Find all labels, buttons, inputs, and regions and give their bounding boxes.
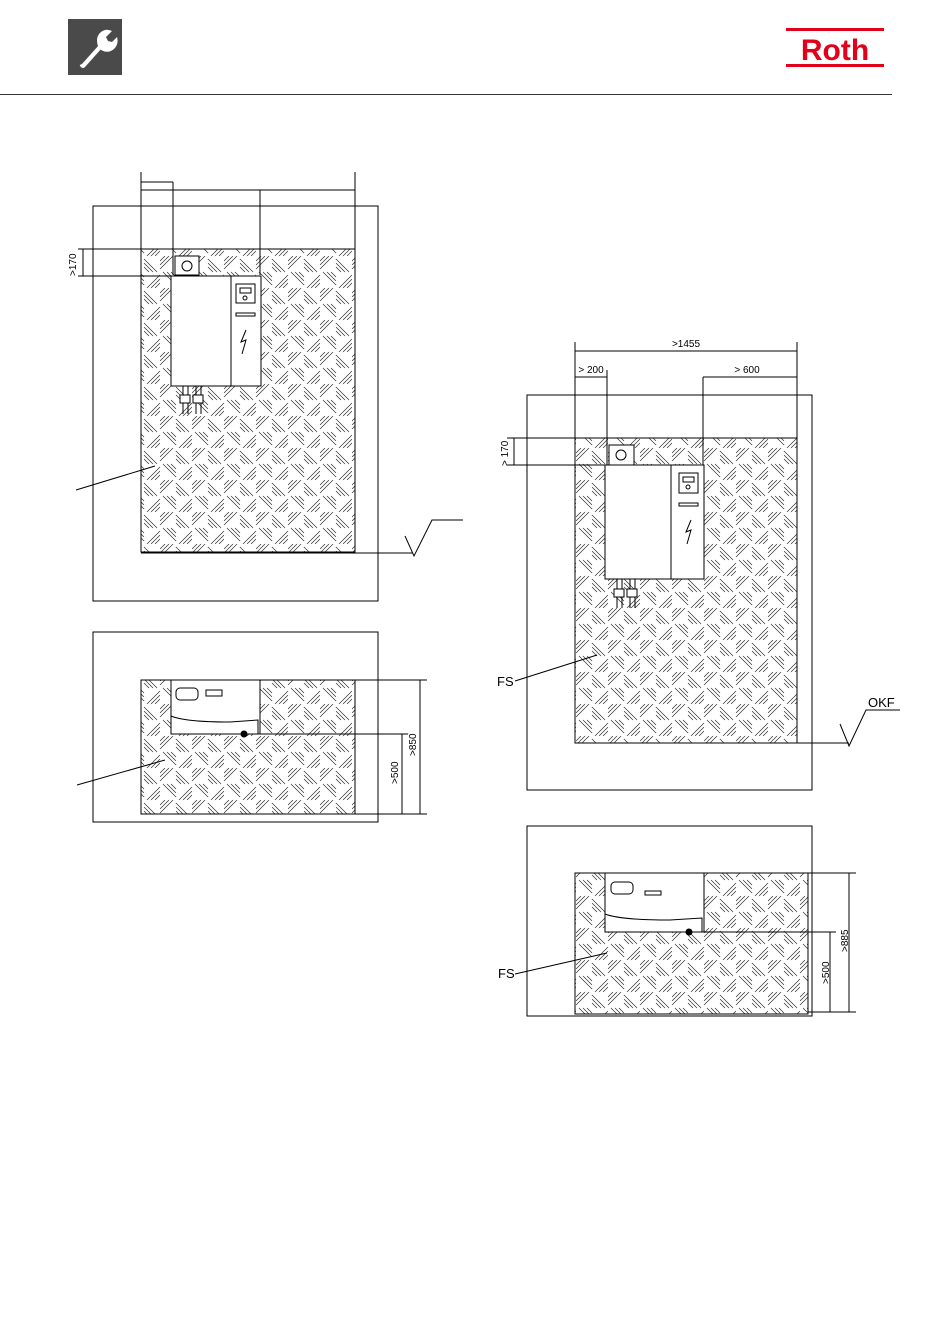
floor-level-label: OKF (868, 695, 895, 710)
right-top-inner-depth-label: >500 (821, 961, 832, 984)
right-left-clearance-label: > 200 (578, 365, 604, 376)
right-top-clearance-label: > 170 (500, 440, 511, 466)
left-top-clearance-label: >170 (68, 253, 79, 276)
right-total-width-label: >1455 (672, 339, 701, 350)
left-top-outer-depth-label: >850 (408, 733, 419, 756)
right-front-view (507, 342, 900, 790)
right-top-view (515, 826, 856, 1016)
left-top-inner-depth-label: >500 (390, 761, 401, 784)
left-top-view (77, 632, 427, 822)
right-free-space-label: FS (497, 674, 514, 689)
left-unit-top-fitting (175, 256, 199, 275)
right-unit-top-fitting (609, 445, 634, 465)
right-top-outer-depth-label: >885 (840, 929, 851, 952)
right-right-clearance-label: > 600 (734, 365, 760, 376)
right-top-free-space-label: FS (498, 966, 515, 981)
left-front-view (76, 172, 463, 601)
